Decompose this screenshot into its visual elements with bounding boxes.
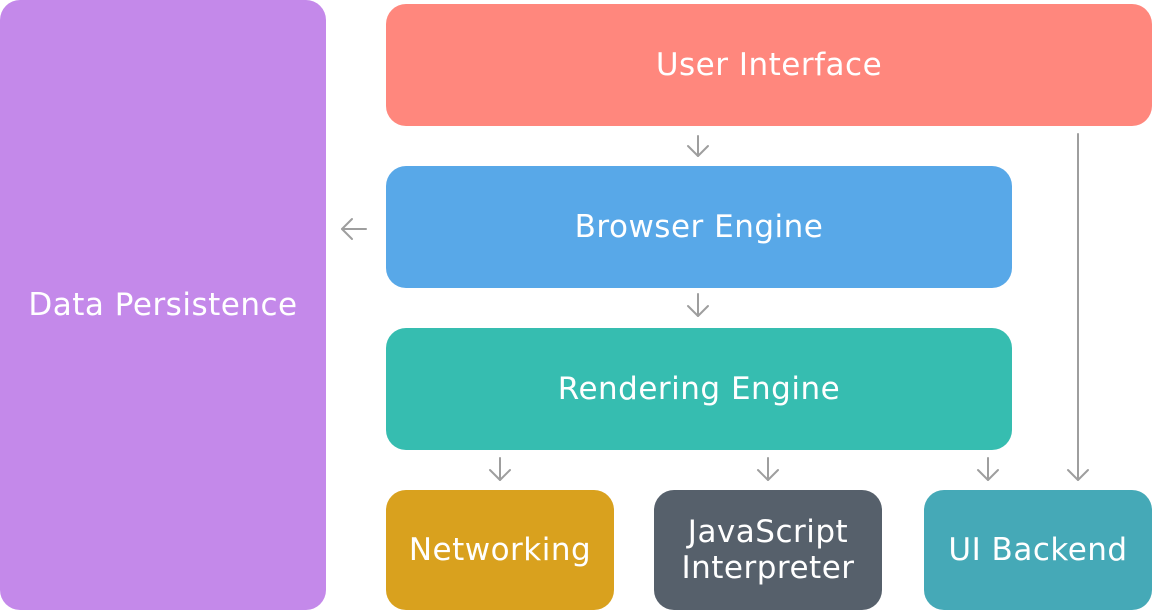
data-persistence-label: Data Persistence [28,287,298,323]
javascript-interpreter-box: JavaScript Interpreter [654,490,882,610]
ui-backend-label: UI Backend [948,532,1128,568]
arrow-ui-to-ui-backend [1067,133,1089,481]
javascript-interpreter-label-line1: JavaScript [687,514,849,550]
rendering-engine-box: Rendering Engine [386,328,1012,450]
arrow-browser-engine-to-rendering-engine [687,293,709,317]
javascript-interpreter-label-line2: Interpreter [681,550,855,586]
arrow-rendering-engine-to-ui-backend [977,457,999,481]
networking-label: Networking [408,532,592,568]
arrow-ui-to-browser-engine [687,135,709,157]
data-persistence-box: Data Persistence [0,0,326,610]
browser-engine-label: Browser Engine [574,209,824,245]
arrow-rendering-engine-to-js-interpreter [757,457,779,481]
ui-backend-box: UI Backend [924,490,1152,610]
arrow-rendering-engine-to-networking [489,457,511,481]
user-interface-box: User Interface [386,4,1152,126]
javascript-interpreter-label: JavaScript Interpreter [681,514,854,586]
rendering-engine-label: Rendering Engine [557,371,841,407]
networking-box: Networking [386,490,614,610]
browser-engine-box: Browser Engine [386,166,1012,288]
arrow-browser-engine-to-data-persistence [341,218,367,240]
user-interface-label: User Interface [655,47,883,83]
